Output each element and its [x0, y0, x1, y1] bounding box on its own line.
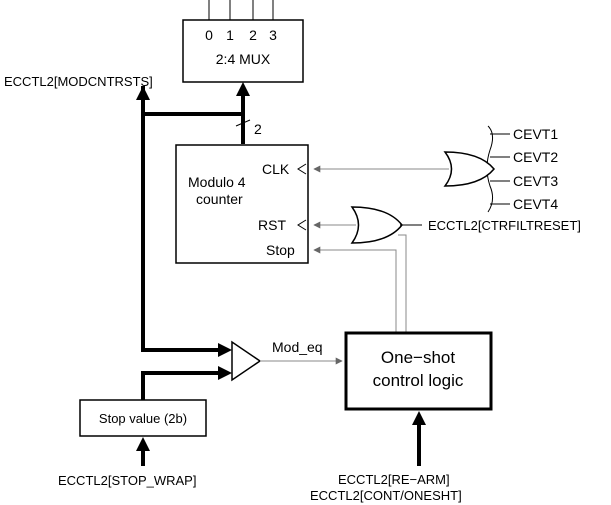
counter-title-line2: counter: [196, 191, 243, 207]
stop-wrap-arrowhead: [136, 437, 150, 451]
rst-edge-icon: [297, 219, 307, 231]
counter-title-line1: Modulo 4: [188, 174, 246, 190]
mux-input-0: 0: [205, 27, 213, 43]
modcntrsts-label: ECCTL2[MODCNTRSTS]: [4, 74, 153, 89]
counter-box: [175, 144, 309, 264]
oneshot-to-stop-line: [313, 246, 397, 333]
bus-width-slash: [235, 119, 251, 127]
counter-stop-label: Stop: [266, 242, 295, 258]
modcntrsts-arrowhead: [136, 86, 150, 100]
rearm-label: ECCTL2[RE−ARM]: [338, 472, 450, 487]
event-inputs: CEVT1 CEVT2 CEVT3 CEVT4: [313, 125, 558, 213]
event-cevt3: CEVT3: [513, 173, 558, 189]
cont-onesht-label: ECCTL2[CONT/ONESHT]: [310, 488, 462, 503]
oneshot-to-rst-line: [398, 234, 407, 333]
mux-input-2: 2: [249, 27, 257, 43]
mux-input-1: 1: [226, 27, 234, 43]
counter-clk-label: CLK: [262, 161, 290, 177]
event-cevt4: CEVT4: [513, 196, 558, 212]
bus-width-label: 2: [254, 121, 262, 137]
modcntrsts-bus: 2: [136, 82, 262, 357]
reset-logic: ECCTL2[CTRFILTRESET]: [313, 206, 581, 333]
stop-value-block: Stop value (2b) ECCTL2[STOP_WRAP]: [58, 399, 207, 488]
rearm-arrowhead: [412, 411, 426, 425]
stop-value-box: [79, 399, 207, 437]
stop-wrap-label: ECCTL2[STOP_WRAP]: [58, 473, 196, 488]
mux-block: 0 1 2 3 2:4 MUX: [182, 0, 304, 83]
comparator-symbol: [231, 340, 262, 382]
mux-input-3: 3: [269, 27, 277, 43]
oneshot-line1: One−shot: [381, 348, 455, 367]
mux-box: [182, 19, 304, 83]
mux-label: 2:4 MUX: [216, 51, 271, 67]
mux-bus-arrowhead: [236, 82, 250, 96]
ctrfiltreset-label: ECCTL2[CTRFILTRESET]: [428, 218, 581, 233]
event-cevt1: CEVT1: [513, 126, 558, 142]
modulo-counter: Modulo 4 counter CLK RST Stop: [175, 144, 309, 264]
event-cevt2: CEVT2: [513, 149, 558, 165]
stop-value-label: Stop value (2b): [99, 411, 187, 426]
rst-or-gate: [350, 206, 403, 244]
comparator-bottom-arrowhead: [218, 366, 232, 380]
clk-edge-icon: [297, 163, 307, 175]
comparator: Mod_eq: [141, 339, 343, 400]
stop-value-to-comparator: [141, 371, 220, 400]
mod-eq-label: Mod_eq: [272, 339, 323, 355]
cevt-or-gate: [443, 151, 495, 187]
comparator-top-arrowhead: [218, 343, 232, 357]
oneshot-box: [344, 331, 493, 411]
oneshot-line2: control logic: [373, 371, 464, 390]
oneshot-block: One−shot control logic ECCTL2[RE−ARM] EC…: [310, 331, 493, 503]
counter-rst-label: RST: [258, 217, 286, 233]
